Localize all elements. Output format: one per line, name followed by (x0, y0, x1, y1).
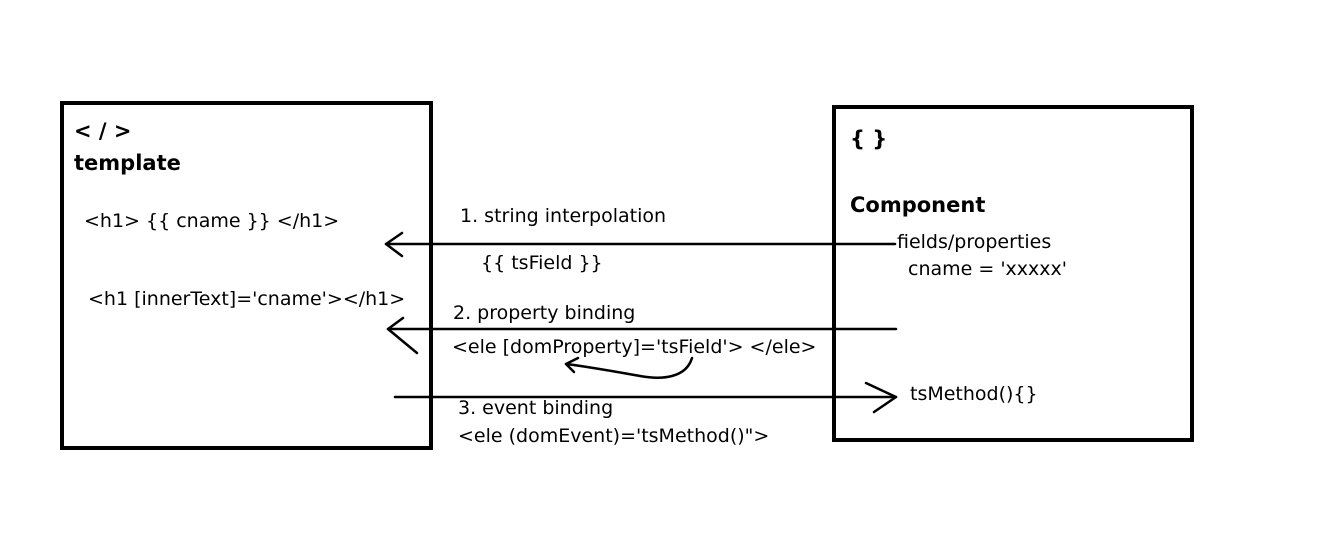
component-box (832, 105, 1194, 442)
template-code-icon: < / > (74, 119, 132, 143)
template-box (60, 101, 433, 450)
property-curve-arrow (564, 356, 694, 379)
binding-label-interpolation: 1. string interpolation (460, 205, 667, 227)
component-braces-icon: { } (850, 127, 888, 151)
component-fields-label: fields/properties (897, 231, 1052, 253)
template-interpolation-line: <h1> {{ cname }} </h1> (84, 210, 340, 232)
binding-label-property: 2. property binding (453, 302, 636, 324)
binding-label-event: 3. event binding (458, 397, 614, 419)
component-cname-value: cname = 'xxxxx' (908, 258, 1067, 280)
template-title: template (74, 151, 181, 175)
property-curve-arrow-head (564, 356, 580, 374)
binding-code-interpolation: {{ tsField }} (481, 252, 603, 274)
component-title: Component (850, 193, 986, 217)
binding-code-event: <ele (domEvent)='tsMethod()"> (458, 425, 770, 447)
binding-code-property: <ele [domProperty]='tsField'> </ele> (452, 336, 817, 358)
template-property-line: <h1 [innerText]='cname'></h1> (88, 288, 406, 310)
component-method: tsMethod(){} (910, 383, 1038, 405)
